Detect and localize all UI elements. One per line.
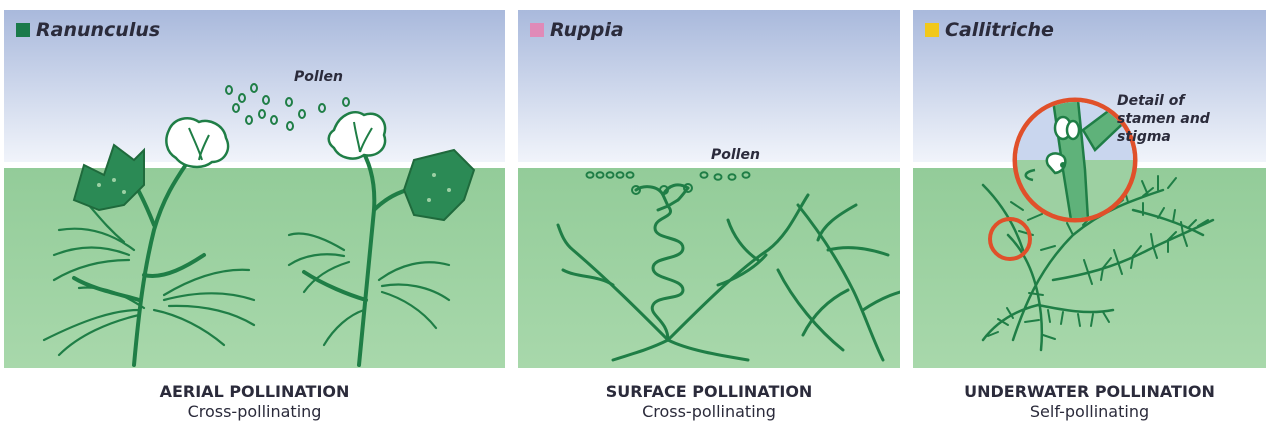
species-swatch	[925, 23, 939, 37]
species-name: Callitriche	[945, 19, 1054, 41]
caption-underwater: UNDERWATER POLLINATION Self-pollinating	[913, 382, 1266, 422]
aerial-illustration	[4, 10, 505, 368]
panel-aerial: Ranunculus Pollen	[4, 10, 505, 368]
underwater-illustration	[913, 10, 1266, 368]
pollen-label: Pollen	[294, 68, 343, 86]
panel-underwater: Callitriche Detail of stamen and stigma	[913, 10, 1266, 368]
caption-aerial: AERIAL POLLINATION Cross-pollinating	[4, 382, 505, 422]
caption-surface: SURFACE POLLINATION Cross-pollinating	[518, 382, 900, 422]
caption-title: AERIAL POLLINATION	[4, 382, 505, 402]
surface-illustration	[518, 10, 900, 368]
species-name: Ruppia	[550, 19, 624, 41]
caption-subtitle: Cross-pollinating	[518, 402, 900, 422]
detail-label: Detail of stamen and stigma	[1117, 92, 1237, 146]
caption-subtitle: Self-pollinating	[913, 402, 1266, 422]
species-label: Callitriche	[925, 19, 1054, 41]
species-name: Ranunculus	[36, 19, 160, 41]
species-label: Ranunculus	[16, 19, 160, 41]
caption-title: SURFACE POLLINATION	[518, 382, 900, 402]
caption-subtitle: Cross-pollinating	[4, 402, 505, 422]
panel-surface: Ruppia Pollen	[518, 10, 900, 368]
water-surface-line	[518, 162, 900, 168]
caption-title: UNDERWATER POLLINATION	[913, 382, 1266, 402]
pollen-label: Pollen	[711, 146, 760, 164]
species-swatch	[530, 23, 544, 37]
species-label: Ruppia	[530, 19, 624, 41]
species-swatch	[16, 23, 30, 37]
